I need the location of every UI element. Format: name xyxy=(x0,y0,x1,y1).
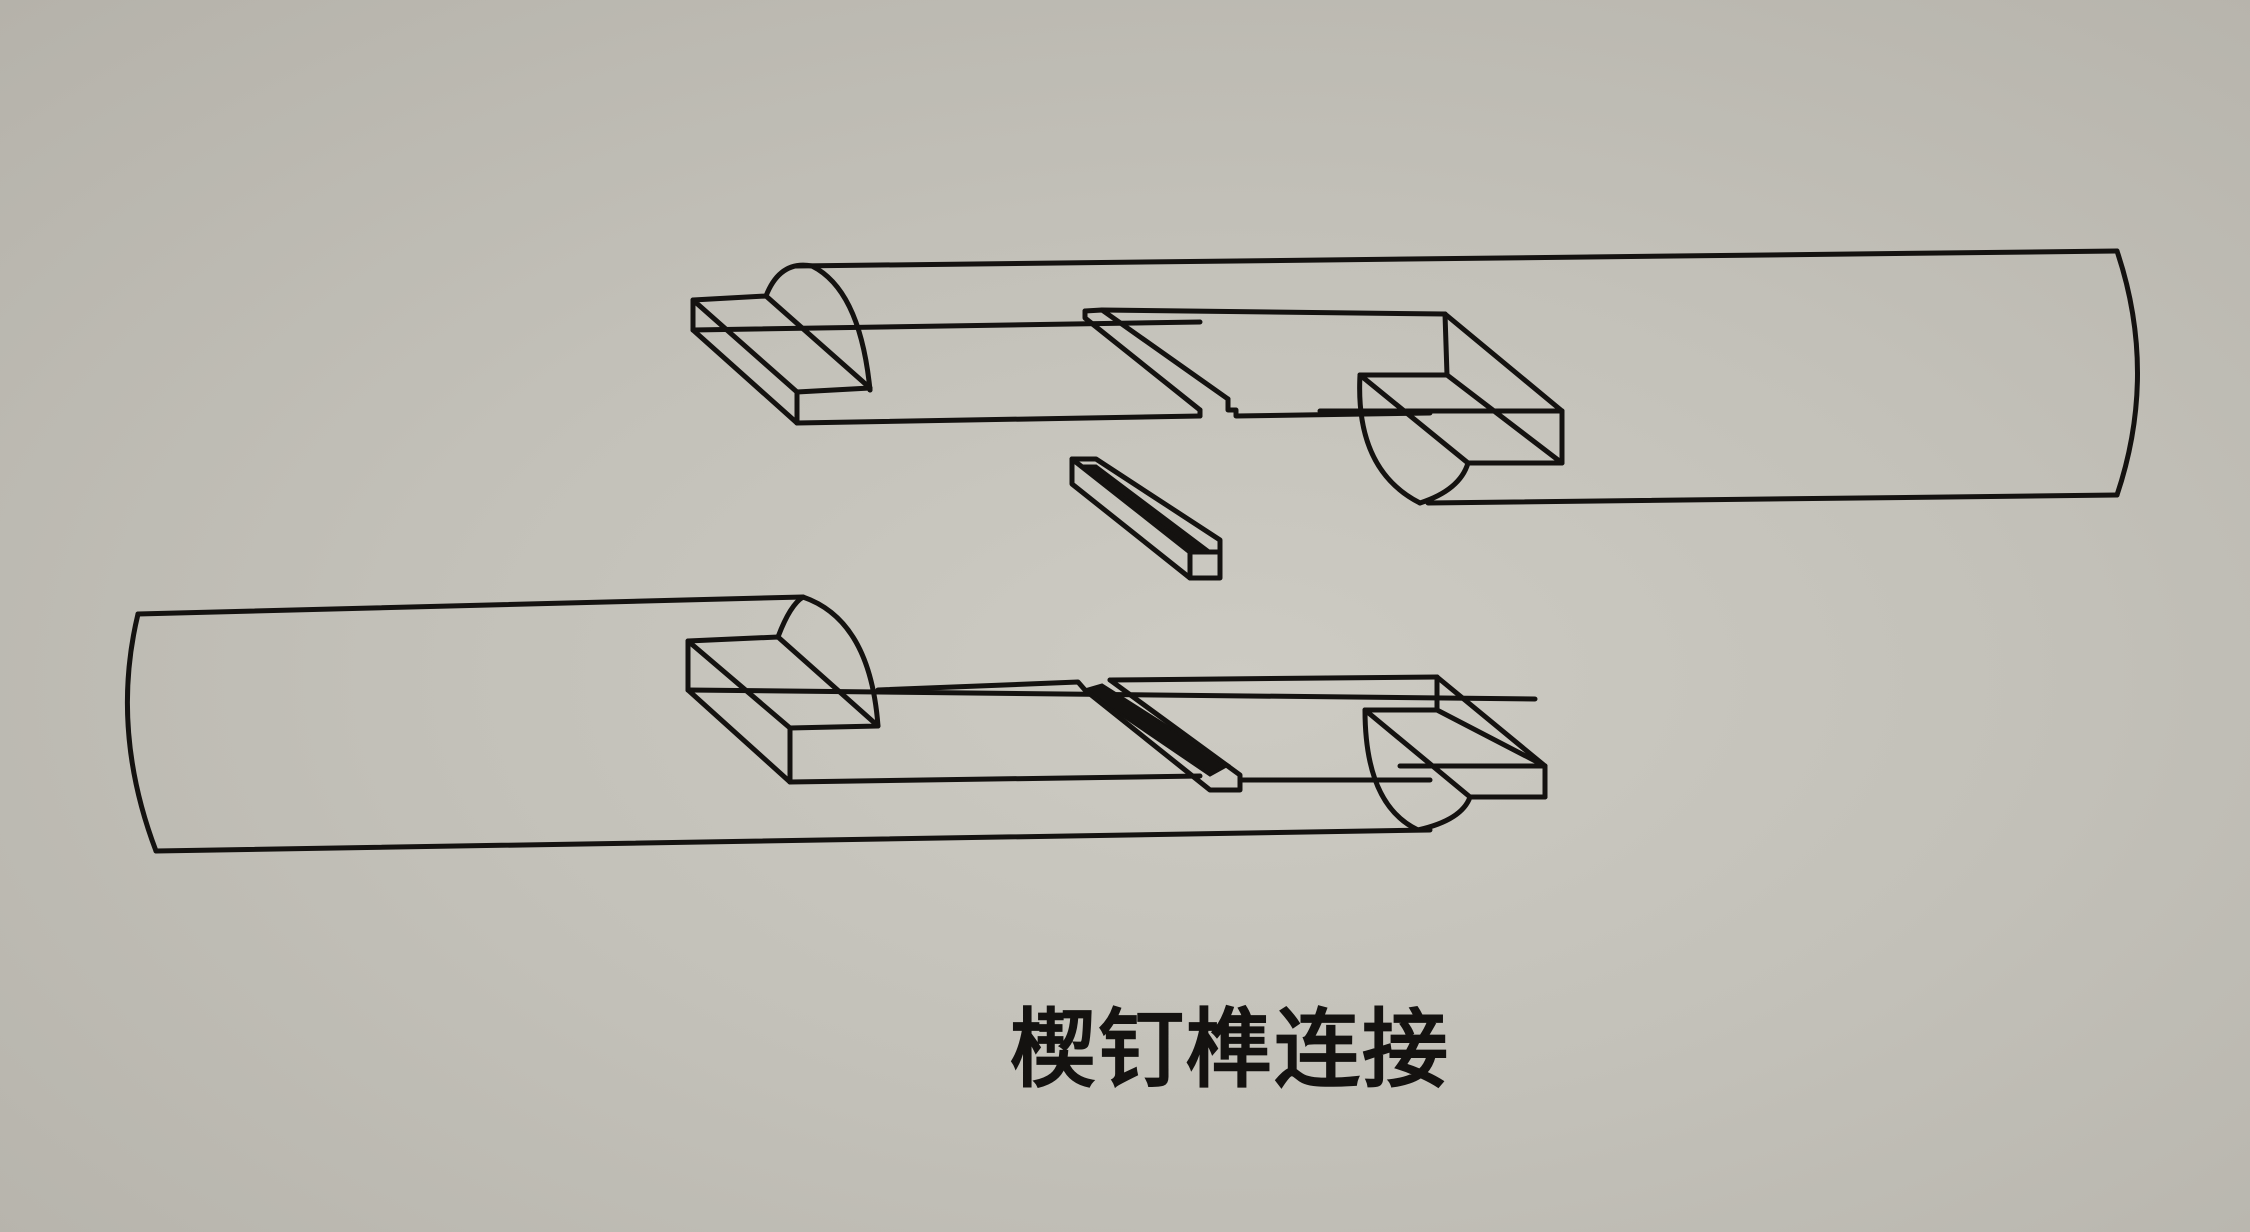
figure-caption: 楔钉榫连接 xyxy=(1010,999,1450,1100)
wedge-pin xyxy=(1069,456,1223,581)
lower-member xyxy=(124,594,1548,854)
upper-member xyxy=(690,248,2140,506)
